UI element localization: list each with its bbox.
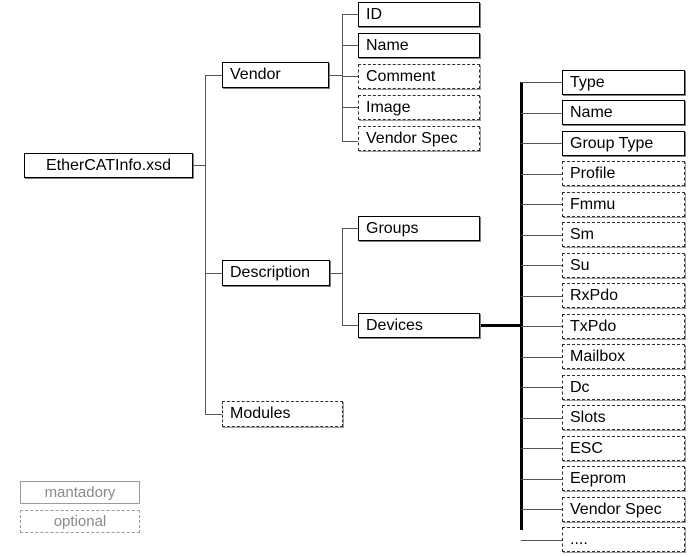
connector-description-to-devices <box>342 325 359 326</box>
node-device-profile[interactable]: Profile <box>562 161 685 186</box>
node-device-vendor-spec[interactable]: Vendor Spec <box>562 497 685 522</box>
connector-devices-to-fmmu <box>521 204 563 205</box>
node-label: Dc <box>570 378 590 396</box>
connector-vendor-to-name <box>342 45 359 46</box>
legend-label: mantadory <box>44 484 116 501</box>
connector-vendor-trunk <box>342 14 343 142</box>
node-device-su[interactable]: Su <box>562 253 685 278</box>
node-label: EtherCATInfo.xsd <box>45 156 172 174</box>
legend-optional: optional <box>20 510 140 533</box>
connector-devices-to-su <box>521 265 563 266</box>
node-label: Fmmu <box>570 195 616 213</box>
node-vendor-id[interactable]: ID <box>358 2 480 27</box>
node-label: Vendor Spec <box>366 129 458 147</box>
connector-devices-to-rxpdo <box>521 296 563 297</box>
node-vendor-image[interactable]: Image <box>358 95 480 120</box>
connector-vendor-to-id <box>342 14 359 15</box>
node-label: Slots <box>570 408 606 426</box>
connector-devices-to-sm <box>521 235 563 236</box>
node-label: Eeprom <box>570 469 627 487</box>
node-device-type[interactable]: Type <box>562 70 685 95</box>
node-label: Comment <box>366 67 436 85</box>
connector-devices-to-dc <box>521 387 563 388</box>
connector-devices-to-slots <box>521 418 563 419</box>
connector-vendor-to-comment <box>342 76 359 77</box>
node-modules[interactable]: Modules <box>222 401 343 427</box>
connector-devices-to-more <box>521 540 563 541</box>
connector-root-stub <box>193 165 206 166</box>
node-device-slots[interactable]: Slots <box>562 405 685 430</box>
node-label: Name <box>570 103 613 121</box>
connector-description-trunk <box>342 228 343 326</box>
node-label: Vendor Spec <box>570 500 662 518</box>
connector-root-to-description <box>205 273 223 274</box>
connector-vendor-to-vendorspec <box>342 141 359 142</box>
node-ethercatinfo-xsd[interactable]: EtherCATInfo.xsd <box>24 153 193 178</box>
legend-mandatory: mantadory <box>20 481 140 504</box>
connector-devices-trunk <box>520 82 523 530</box>
node-label: Type <box>570 73 605 91</box>
node-label: Group Type <box>570 134 654 152</box>
connector-devices-to-name <box>521 113 563 114</box>
connector-vendor-stub <box>329 75 343 76</box>
connector-devices-to-type <box>521 82 563 83</box>
node-vendor-vendor-spec[interactable]: Vendor Spec <box>358 126 480 151</box>
node-device-txpdo[interactable]: TxPdo <box>562 314 685 339</box>
node-label: Devices <box>366 316 423 334</box>
node-devices[interactable]: Devices <box>358 313 480 338</box>
node-groups[interactable]: Groups <box>358 216 480 241</box>
node-label: ESC <box>570 439 603 457</box>
node-label: Modules <box>230 405 291 422</box>
connector-description-stub <box>330 273 343 274</box>
legend-label: optional <box>53 513 107 530</box>
node-label: ID <box>366 5 382 23</box>
node-label: Sm <box>570 225 594 243</box>
node-description[interactable]: Description <box>222 260 330 286</box>
node-label: Vendor <box>230 66 281 83</box>
node-device-name[interactable]: Name <box>562 100 685 125</box>
node-device-eeprom[interactable]: Eeprom <box>562 466 685 491</box>
node-device-esc[interactable]: ESC <box>562 436 685 461</box>
node-label: Name <box>366 36 409 54</box>
node-label: Mailbox <box>570 347 626 365</box>
connector-vendor-to-image <box>342 107 359 108</box>
connector-devices-stub <box>479 324 523 327</box>
connector-devices-to-esc <box>521 448 563 449</box>
connector-devices-to-eeprom <box>521 479 563 480</box>
connector-root-to-modules <box>205 414 223 415</box>
node-label: Su <box>570 256 590 274</box>
node-label: Groups <box>366 219 419 237</box>
connector-root-to-vendor <box>205 75 223 76</box>
connector-devices-to-profile <box>521 174 563 175</box>
node-device-more[interactable]: .... <box>562 527 685 552</box>
connector-root-trunk <box>205 75 206 415</box>
node-device-dc[interactable]: Dc <box>562 375 685 400</box>
node-vendor-comment[interactable]: Comment <box>358 64 480 89</box>
connector-devices-to-group-type <box>521 143 563 144</box>
connector-devices-to-vendorspec <box>521 509 563 510</box>
node-label: .... <box>570 530 588 548</box>
node-label: Profile <box>570 164 616 182</box>
node-device-fmmu[interactable]: Fmmu <box>562 192 685 217</box>
connector-description-to-groups <box>342 228 359 229</box>
node-device-group-type[interactable]: Group Type <box>562 131 685 156</box>
node-label: RxPdo <box>570 286 619 304</box>
connector-devices-to-mailbox <box>521 357 563 358</box>
node-vendor-name[interactable]: Name <box>358 33 480 58</box>
node-device-mailbox[interactable]: Mailbox <box>562 344 685 369</box>
connector-devices-to-txpdo <box>521 326 563 327</box>
node-label: Description <box>230 264 311 281</box>
node-label: Image <box>366 98 411 116</box>
node-device-sm[interactable]: Sm <box>562 222 685 247</box>
node-device-rxpdo[interactable]: RxPdo <box>562 283 685 308</box>
node-label: TxPdo <box>570 317 617 335</box>
node-vendor[interactable]: Vendor <box>222 62 329 88</box>
